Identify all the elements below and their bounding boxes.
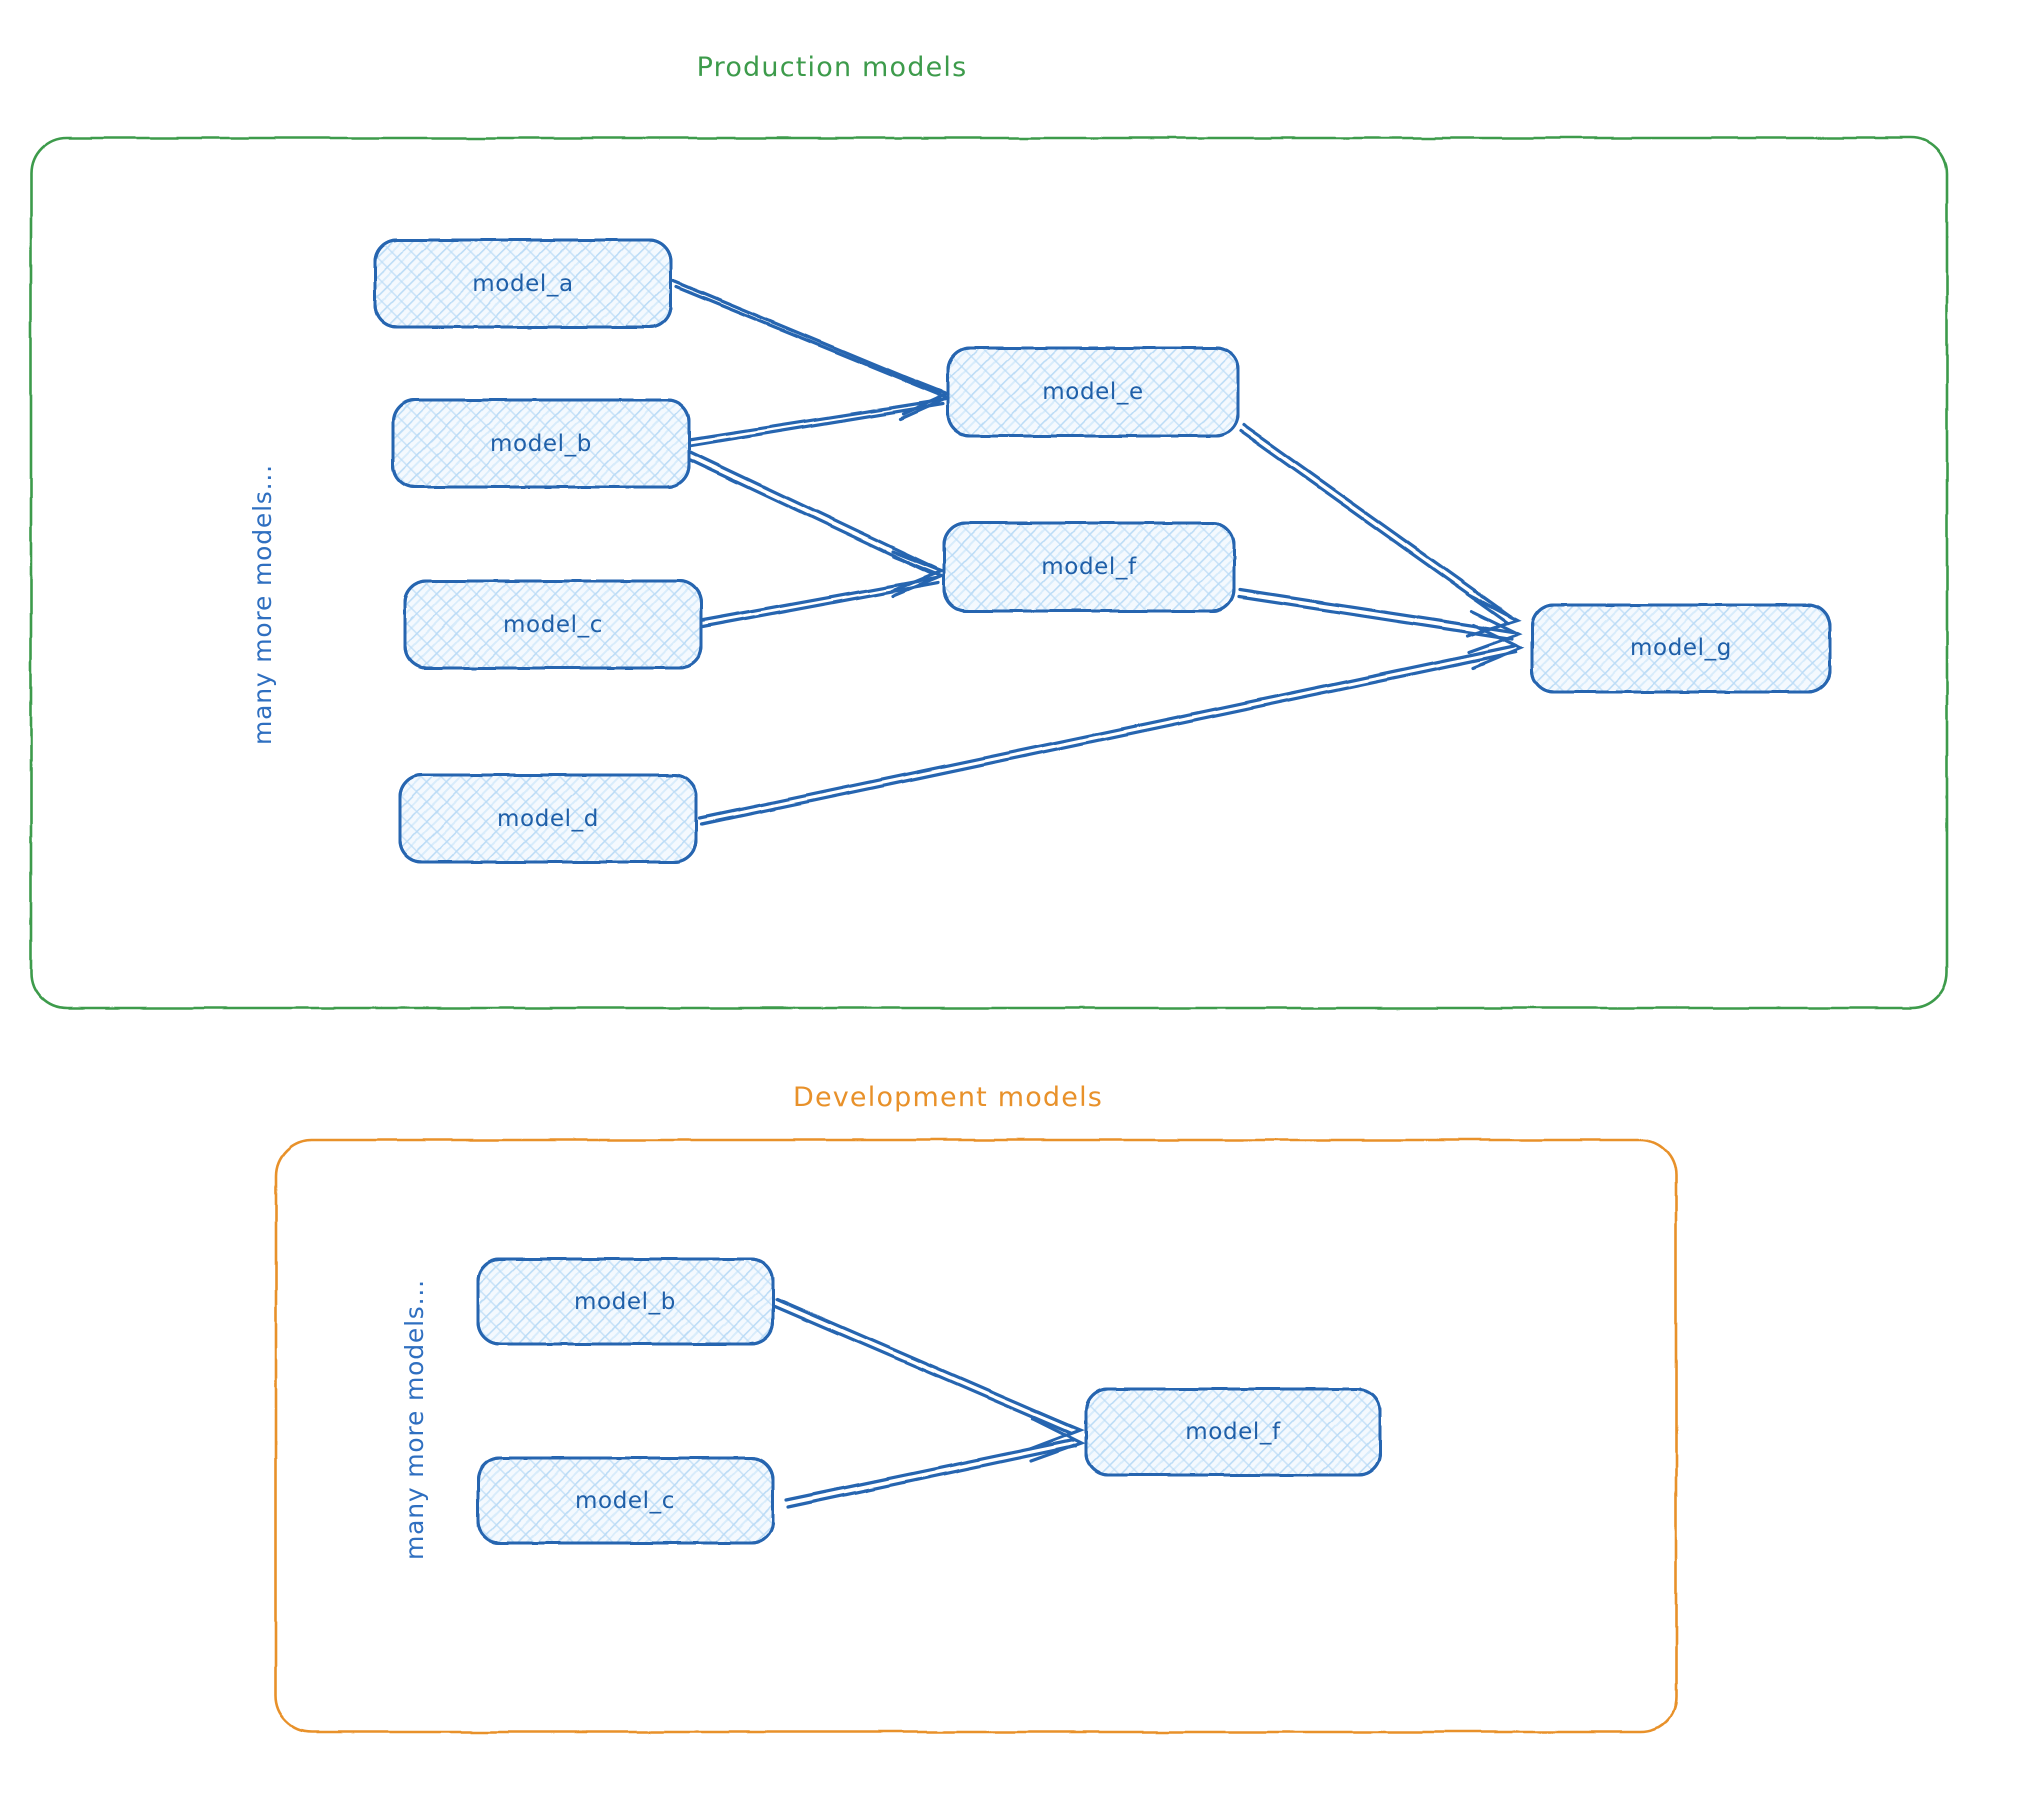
- edge-dev-model-c-to-model-f: [784, 1417, 1086, 1509]
- node-dev-model-f[interactable]: [1084, 1387, 1382, 1477]
- node-model-c[interactable]: [403, 579, 703, 670]
- node-dev-model-c[interactable]: [476, 1456, 775, 1545]
- development-nodes: [476, 1257, 1382, 1545]
- node-model-f[interactable]: [942, 521, 1236, 613]
- edge-model-c-to-model-f: [698, 555, 946, 629]
- development-frame: [274, 1138, 1678, 1734]
- production-frame: [29, 136, 1949, 1010]
- production-nodes: [373, 238, 1832, 864]
- node-dev-model-b[interactable]: [476, 1257, 775, 1346]
- development-side-note: many more models...: [400, 1279, 429, 1560]
- development-frame-border: [274, 1138, 1678, 1734]
- edge-model-f-to-model-g: [1237, 588, 1524, 654]
- production-edges: [671, 279, 1525, 826]
- node-model-g[interactable]: [1530, 603, 1832, 694]
- development-edges: [773, 1297, 1086, 1509]
- development-frame-title: Development models: [792, 1082, 1104, 1113]
- edge-model-a-to-model-e: [671, 279, 952, 416]
- edge-model-b-to-model-f: [682, 448, 946, 593]
- node-model-d[interactable]: [398, 773, 698, 864]
- production-frame-border: [29, 136, 1949, 1010]
- production-frame-title: Production models: [696, 52, 968, 83]
- edge-dev-model-b-to-model-f: [773, 1297, 1085, 1451]
- node-model-e[interactable]: [946, 346, 1240, 438]
- node-model-a[interactable]: [373, 238, 673, 329]
- edge-model-d-to-model-g: [698, 623, 1525, 826]
- production-side-note: many more models...: [248, 464, 277, 745]
- node-model-b[interactable]: [391, 398, 691, 489]
